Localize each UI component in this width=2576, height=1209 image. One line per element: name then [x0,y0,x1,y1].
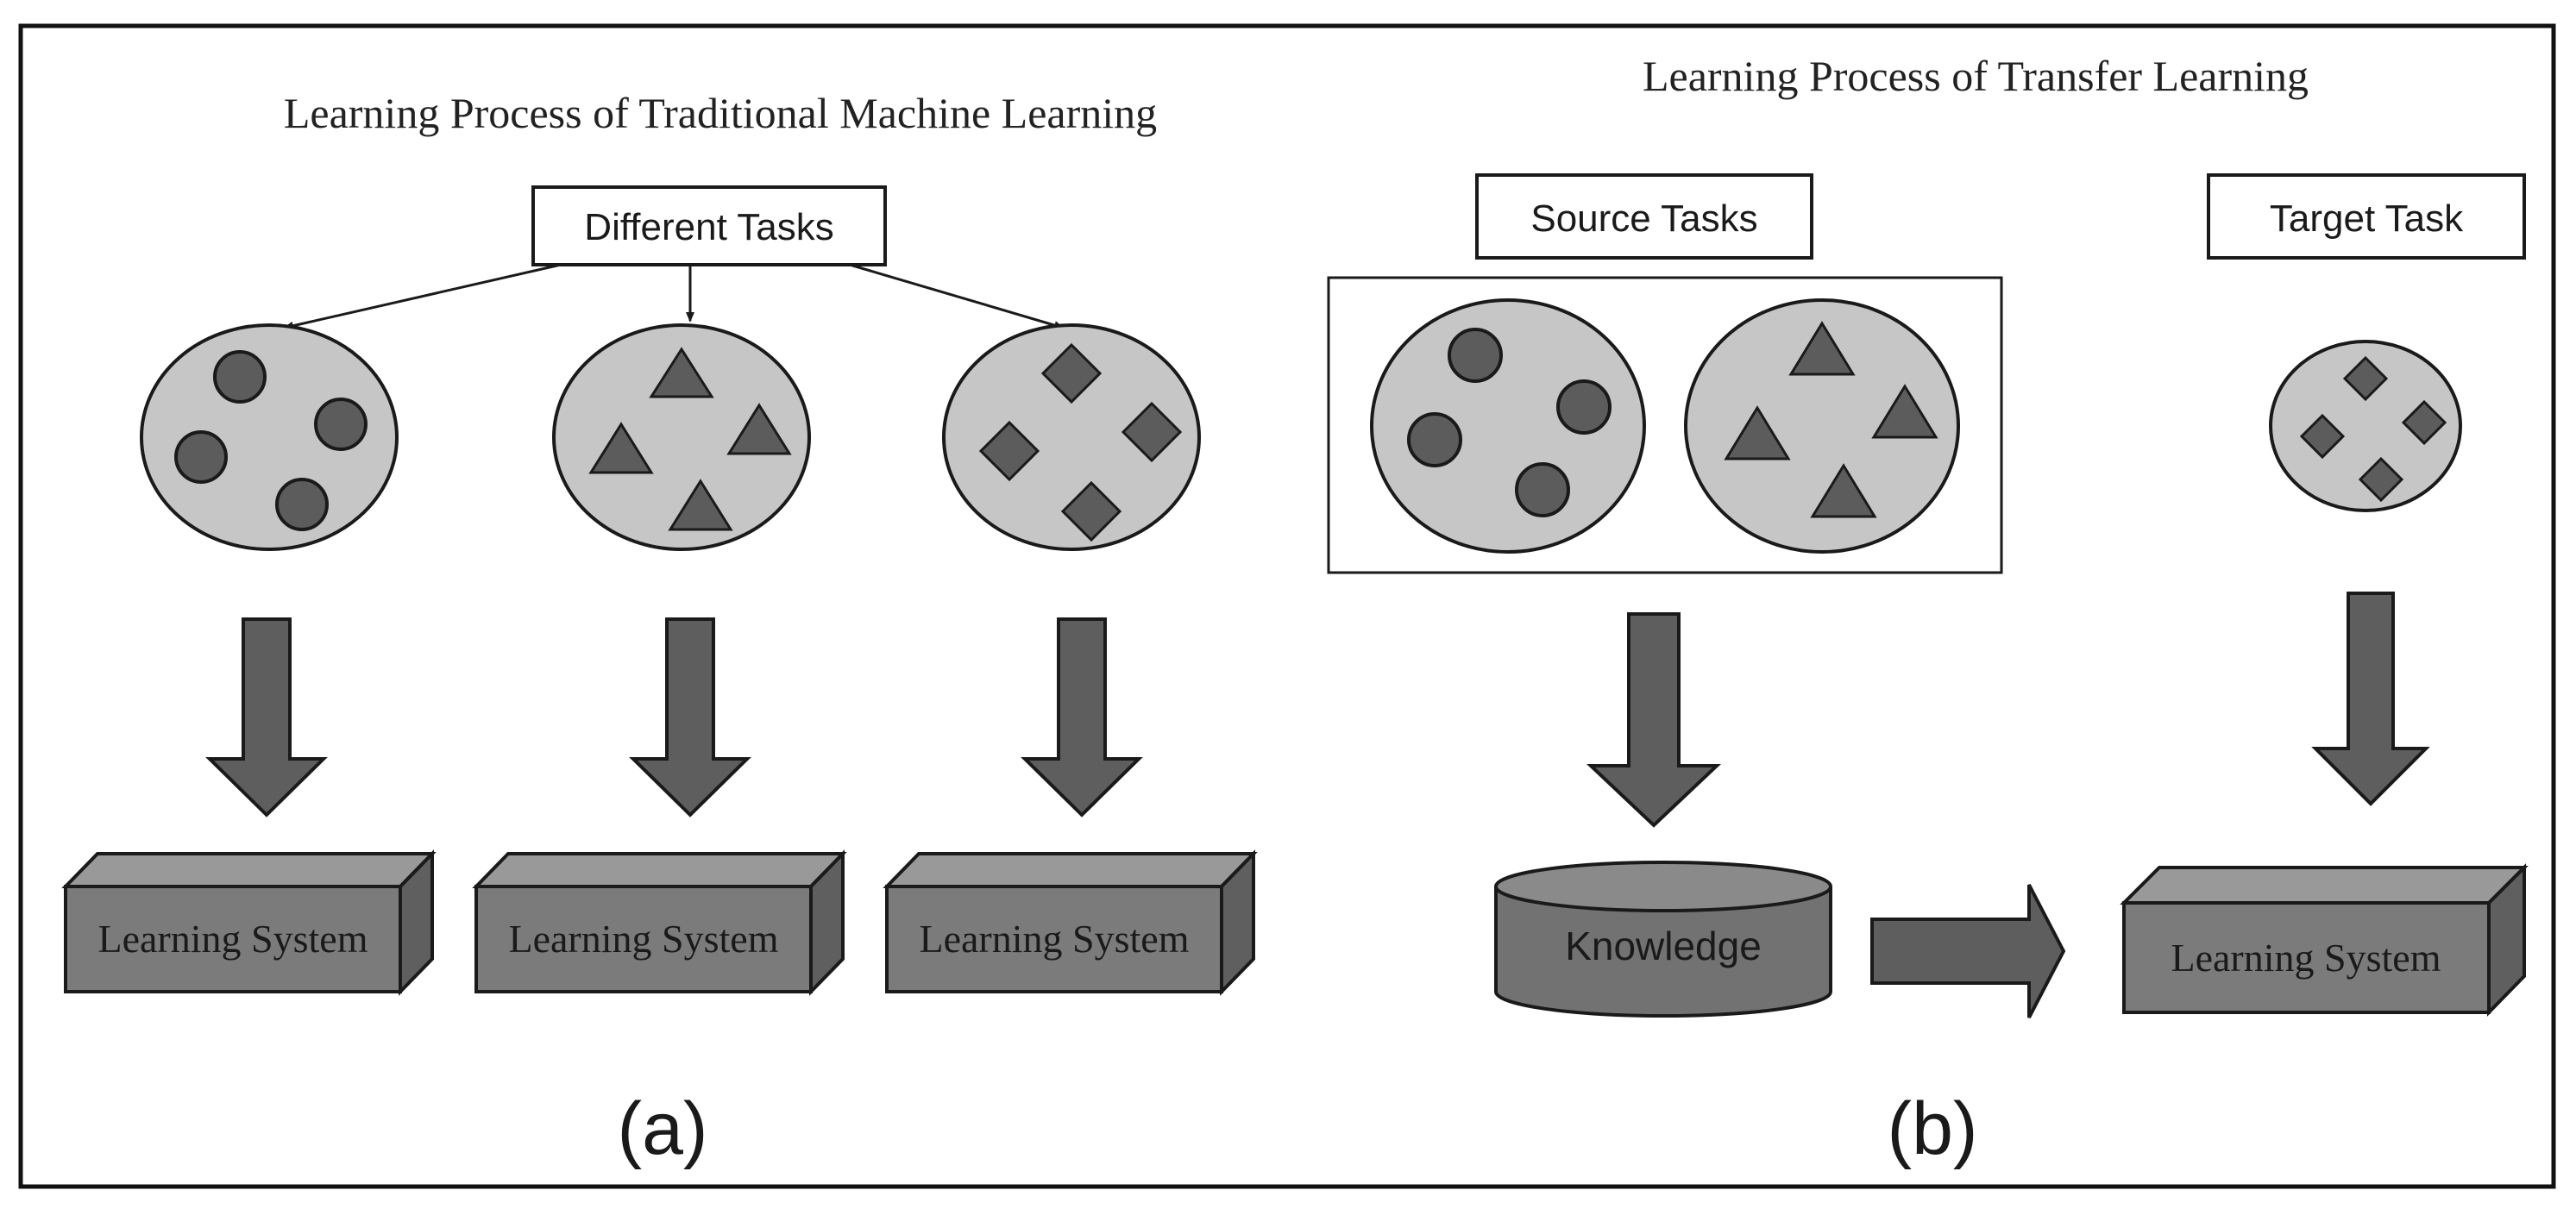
panel-a-caption: (a) [617,1087,707,1170]
triangle-shape [649,347,714,398]
source-circle-dots [1370,298,1646,554]
diamond-shape [1121,401,1183,463]
dot-shape [213,350,267,404]
down-arrow-target [2311,592,2430,806]
triangle-shape [1871,384,1938,439]
dot-shape [314,398,368,451]
knowledge-label: Knowledge [1565,924,1762,968]
diamond-shape [978,420,1040,482]
right-arrow-transfer [1870,884,2066,1018]
pointer-arrow-left [283,263,562,330]
different-tasks-box [531,185,887,266]
triangle-shape [1810,463,1877,518]
source-tasks-label: Source Tasks [1530,197,1757,240]
dot-shape [1407,412,1462,467]
pointer-arrow-right [849,263,1065,329]
learning-system-box-3: Learning System [883,849,1258,996]
task-circle-diamonds [942,323,1201,551]
panel-a: Learning Process of Traditional Machine … [61,89,1258,1170]
source-tasks-box [1475,173,1813,260]
triangle-shape [1724,405,1791,460]
knowledge-cylinder: Knowledge [1494,861,1832,1018]
panel-b-caption: (b) [1887,1087,1977,1170]
task-circle-triangles [552,323,811,551]
down-arrow-2 [629,617,751,817]
down-arrow-source [1586,612,1722,828]
learning-system-box-2: Learning System [472,849,847,996]
learning-system-label: Learning System [98,917,368,961]
dot-shape [174,430,228,484]
task-circle-dots [140,323,399,551]
target-task-box [2207,173,2526,260]
diamond-shape [2342,355,2389,402]
learning-system-box-target: Learning System [2120,863,2529,1017]
down-arrow-3 [1021,617,1143,817]
dot-shape [1448,328,1503,383]
diamond-shape [2299,413,2346,460]
learning-system-label: Learning System [2171,936,2441,980]
dot-shape [275,478,329,531]
triangle-shape [1788,321,1856,376]
down-arrow-1 [205,617,328,817]
learning-system-label: Learning System [920,917,1190,961]
triangle-shape [588,422,654,474]
learning-system-label: Learning System [509,917,779,961]
triangle-shape [726,403,792,455]
dot-shape [1556,379,1612,435]
diamond-shape [2401,399,2447,446]
panel-b-title: Learning Process of Transfer Learning [1643,52,2309,100]
target-task-label: Target Task [2270,197,2464,240]
diamond-shape [2358,456,2404,503]
learning-system-box-1: Learning System [61,849,437,996]
different-tasks-label: Different Tasks [584,206,833,248]
dot-shape [1515,462,1570,517]
diamond-shape [1060,480,1122,542]
panel-a-title: Learning Process of Traditional Machine … [284,89,1157,137]
panel-b: Learning Process of Transfer Learning So… [1327,52,2529,1170]
target-circle-diamonds [2269,340,2462,512]
triangle-shape [668,479,733,531]
source-circle-triangles [1684,298,1960,554]
diamond-shape [1040,342,1103,404]
